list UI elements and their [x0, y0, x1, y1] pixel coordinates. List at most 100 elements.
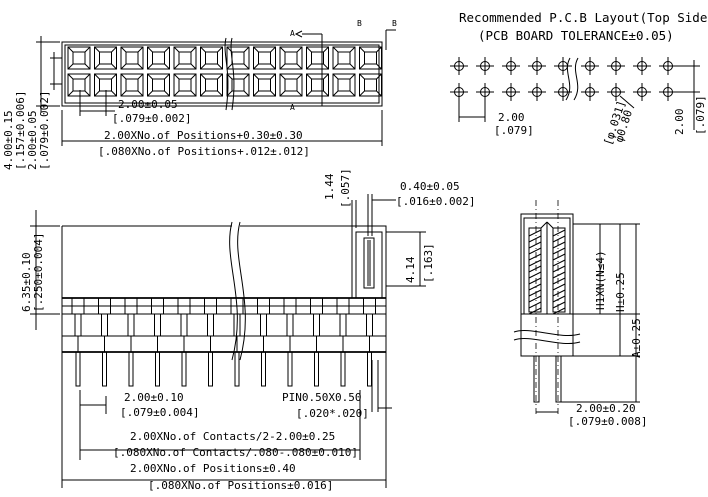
pcb-row-pitch-mm: 2.00 [673, 109, 686, 136]
top-cell [332, 73, 356, 97]
top-cell [67, 73, 91, 97]
pcb-hole [502, 83, 520, 101]
pin-size: PIN0.50X0.50 [282, 391, 361, 404]
top-cell [253, 46, 276, 70]
pcb-hole [528, 83, 546, 101]
front-break-line [229, 221, 238, 361]
top-cell [200, 73, 223, 97]
top-cell [67, 46, 91, 70]
positions-mm: 2.00XNo.of Positions±0.40 [130, 462, 296, 475]
top-height-inner-in: [.079±0.002] [38, 91, 51, 170]
section-gap-in: [.016±0.002] [396, 195, 475, 208]
top-cell [226, 46, 250, 70]
pcb-pitch-in: [.079] [494, 124, 534, 137]
section-b-label: B [357, 19, 362, 28]
front-body-height-mm: 6.35±0.10 [20, 252, 33, 312]
pin-size-in: [.020*.020] [296, 407, 369, 420]
front-pin [98, 297, 111, 387]
section-depth-mm: 4.14 [404, 256, 417, 283]
top-height-outer-in: [.157±0.006] [14, 91, 27, 170]
side-hatch [528, 229, 566, 315]
side-pitch-mm: 2.00±0.20 [576, 402, 636, 415]
pcb-row-pitch-in: [.079] [694, 95, 707, 135]
top-cell [226, 73, 250, 97]
top-cell [200, 46, 223, 70]
top-pitch-mm: 2.00±0.05 [118, 98, 178, 111]
front-pin [230, 297, 244, 387]
pcb-break-line [565, 57, 571, 101]
front-pin [363, 297, 376, 387]
section-gap-mm: 0.40±0.05 [400, 180, 460, 193]
side-view: H1XN(N≤4) H±0.25 A±0.25 2.00±0.20 [.079±… [513, 200, 647, 428]
top-length-in: [.080XNo.of Positions+.012±.012] [98, 145, 310, 158]
top-cell [306, 73, 329, 97]
top-length-mm: 2.00XNo.of Positions+0.30±0.30 [104, 129, 303, 142]
section-wall-in: [.057] [339, 168, 352, 208]
positions-in: [.080XNo.of Positions±0.016] [148, 479, 333, 492]
pcb-layout: Recommended P.C.B Layout(Top Side) (PCB … [450, 10, 708, 147]
top-cell [173, 73, 197, 97]
front-pin [283, 297, 297, 387]
pcb-pitch-mm: 2.00 [498, 111, 525, 124]
pcb-hole [450, 57, 468, 75]
top-height-inner-mm: 2.00±0.05 [26, 110, 39, 170]
section-b-label-2: B [392, 19, 397, 28]
pcb-hole [607, 83, 625, 101]
top-cell [359, 73, 382, 97]
front-pin [151, 297, 164, 387]
front-pin [124, 297, 138, 387]
front-pitch-mm: 2.00±0.10 [124, 391, 184, 404]
top-cell [279, 73, 303, 97]
section-depth-in: [.163] [422, 243, 435, 283]
front-pin [204, 297, 217, 387]
pcb-hole [581, 57, 599, 75]
side-pitch-in: [.079±0.008] [568, 415, 647, 428]
top-cell [94, 46, 117, 70]
break-line [224, 37, 229, 111]
contacts-mm: 2.00XNo.of Contacts/2-2.00±0.25 [130, 430, 335, 443]
top-cell [332, 46, 356, 70]
side-a: A±0.25 [630, 318, 643, 358]
contacts-in: [.080XNo.of Contacts/.080-.080±0.010] [113, 446, 358, 459]
pcb-hole [476, 57, 494, 75]
top-cell [279, 46, 303, 70]
top-height-outer-mm: 4.00±0.15 [2, 110, 15, 170]
section-a-label: A [290, 29, 295, 38]
front-pin [310, 297, 323, 387]
side-h: H±0.25 [614, 272, 627, 312]
pcb-tolerance: (PCB BOARD TOLERANCE±0.05) [478, 28, 674, 43]
pcb-hole [502, 57, 520, 75]
pcb-hole [528, 57, 546, 75]
top-cell [147, 73, 170, 97]
front-pin [257, 297, 270, 387]
top-cell [120, 73, 144, 97]
pcb-hole [607, 57, 625, 75]
top-cell [147, 46, 170, 70]
top-cell [94, 73, 117, 97]
top-cell [253, 73, 276, 97]
front-pin [71, 297, 85, 387]
top-cell [306, 46, 329, 70]
top-cell [173, 46, 197, 70]
front-body-height-in: [.250±0.004] [32, 233, 45, 312]
top-view: A A B B 2.00±0.05 [.079±0.002] 2.00XNo.o… [2, 19, 397, 170]
front-pitch-in: [.079±0.004] [120, 406, 199, 419]
pcb-hole-grid [450, 57, 677, 101]
front-pin [177, 297, 191, 387]
front-pin [336, 297, 350, 387]
top-pitch-in: [.079±0.002] [112, 112, 191, 125]
pcb-hole [581, 83, 599, 101]
top-view-cells [67, 46, 382, 97]
section-wall-mm: 1.44 [323, 173, 336, 200]
pcb-layout-title: Recommended P.C.B Layout(Top Side) [459, 10, 708, 25]
top-cell [120, 46, 144, 70]
side-h1: H1XN(N≤4) [594, 250, 607, 310]
section-detail [351, 225, 387, 299]
pcb-hole [633, 83, 651, 101]
pcb-hole [633, 57, 651, 75]
front-view: 1.44 [.057] 0.40±0.05 [.016±0.002] 4.14 … [20, 168, 475, 492]
front-pins [71, 297, 376, 387]
top-cell [359, 46, 382, 70]
section-a-label-bottom: A [290, 103, 295, 112]
